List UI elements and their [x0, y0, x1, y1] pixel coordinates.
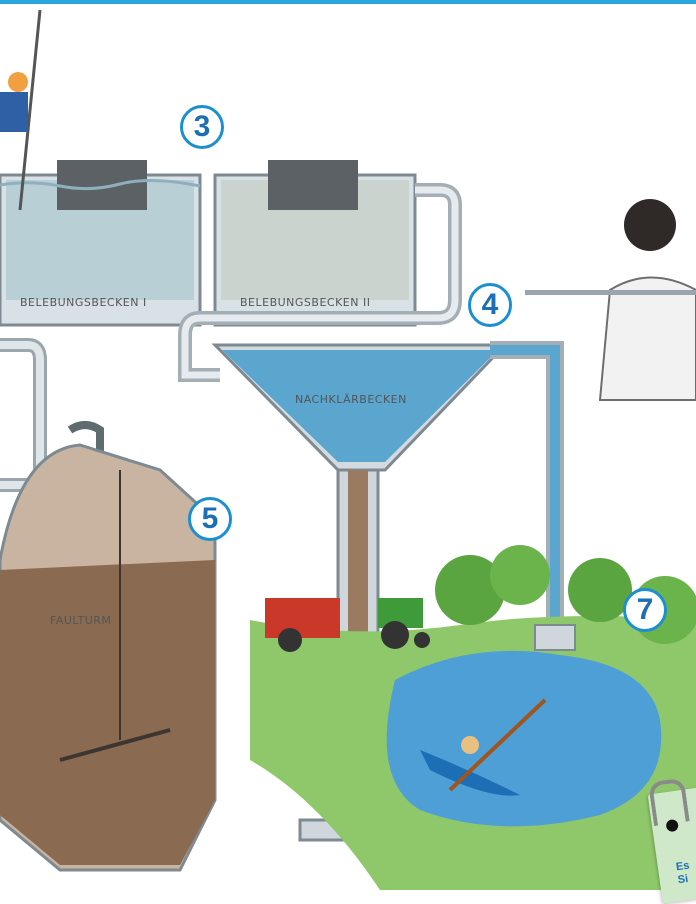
label-belebungsbecken-1: BELEBUNGSBECKEN I: [20, 296, 147, 309]
label-faulturm: FAULTURM: [50, 614, 111, 627]
digester-tower: [0, 425, 215, 870]
step-badge-5: 5: [188, 497, 232, 541]
step-badge-7: 7: [623, 588, 667, 632]
left-pipe: [0, 345, 40, 485]
label-belebungsbecken-2: BELEBUNGSBECKEN II: [240, 296, 370, 309]
outlet-box: [535, 625, 575, 650]
step-badge-4: 4: [468, 283, 512, 327]
card-hole: [665, 819, 679, 833]
label-nachklaerbecken: NACHKLÄRBECKEN: [295, 393, 407, 406]
step-badge-3: 3: [180, 105, 224, 149]
pond: [387, 651, 662, 826]
card-ring-icon: [648, 778, 690, 827]
